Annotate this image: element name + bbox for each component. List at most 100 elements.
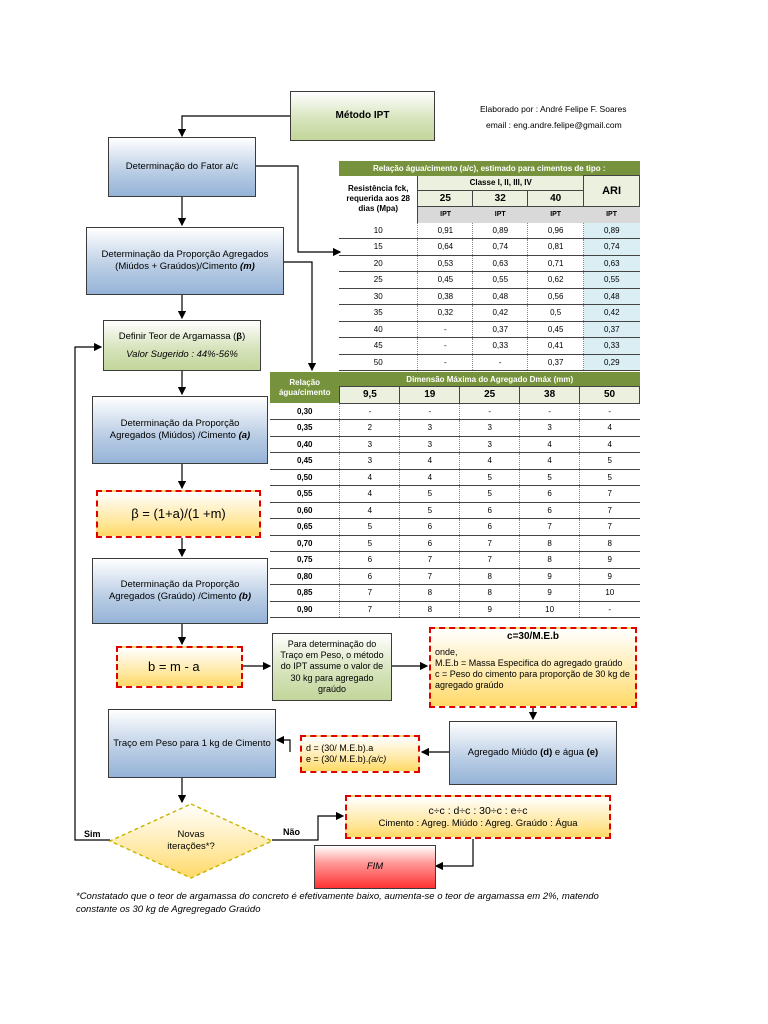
cell: 8 — [399, 601, 460, 618]
novas-line1: Novas — [177, 829, 205, 841]
table1-title: Relação água/cimento (a/c), estimado par… — [339, 161, 640, 176]
ipt-label: IPT — [527, 206, 584, 223]
cell: 0,89 — [472, 222, 528, 239]
proporcao-a-node: Determinação da Proporção Agregados (Miú… — [92, 396, 268, 464]
cell: 0,55 — [270, 485, 340, 503]
proporcao-m-var: (m) — [240, 261, 255, 272]
cell: 0,37 — [527, 354, 584, 371]
footnote: *Constatado que o teor de argamassa do c… — [76, 891, 599, 915]
cell: 9 — [579, 568, 640, 585]
cell: 0,37 — [472, 321, 528, 338]
de-formula-node: d = (30/ M.E.b).a e = (30/ M.E.b).(a/c) — [300, 735, 420, 773]
cell: 5 — [399, 502, 460, 519]
ipt-label: IPT — [472, 206, 528, 223]
cell: 0,85 — [270, 584, 340, 602]
proporcao-b-var: (b) — [238, 591, 252, 602]
cell: 7 — [399, 551, 460, 569]
cell: 0,37 — [583, 321, 640, 338]
cell: 4 — [339, 469, 400, 486]
cell: 0,32 — [417, 304, 473, 322]
metodo-ipt-node: Método IPT — [290, 91, 435, 141]
cell: 0,56 — [527, 288, 584, 305]
proporcao-b-line2: Agregados (Graúdo) /Cimento — [108, 591, 237, 602]
cell: 3 — [459, 436, 520, 453]
cell: 4 — [399, 469, 460, 486]
cell: 3 — [459, 419, 520, 437]
fim-node: FIM — [314, 845, 436, 889]
e-formula: e = (30/ M.E.b). — [306, 754, 369, 764]
cell: - — [472, 354, 528, 371]
cell: 7 — [519, 518, 580, 536]
table1-ari: ARI — [583, 175, 640, 207]
cell: 0,90 — [270, 601, 340, 618]
table2-title: Dimensão Máxima do Agregado Dmáx (mm) — [339, 372, 640, 387]
ipt-label: IPT — [583, 206, 640, 223]
cell: - — [399, 403, 460, 420]
cell: 0,41 — [527, 337, 584, 355]
cell: 8 — [399, 584, 460, 602]
cell: 0,29 — [583, 354, 640, 371]
dmax-38: 38 — [519, 386, 581, 404]
cell: 5 — [339, 535, 400, 552]
cell: 0,89 — [583, 222, 640, 239]
cell: 7 — [579, 485, 640, 503]
table1-class-25: 25 — [417, 189, 474, 207]
cell: 35 — [339, 304, 418, 322]
cell: - — [417, 337, 473, 355]
cell: 6 — [519, 485, 580, 503]
e-var: (a/c) — [368, 754, 387, 764]
nao-label: Não — [283, 827, 301, 837]
cell: - — [417, 354, 473, 371]
cell: 8 — [519, 535, 580, 552]
cell: 0,42 — [472, 304, 528, 322]
proporcao-m-line2: (Miúdos + Graúdos)/Cimento — [115, 261, 238, 272]
cell: 15 — [339, 238, 418, 256]
cell: 40 — [339, 321, 418, 338]
ipt-label: IPT — [417, 206, 473, 223]
proporcao-m-node: Determinação da Proporção Agregados (Miú… — [86, 227, 284, 295]
traco-final-node: c÷c : d÷c : 30÷c : e÷c Cimento : Agreg. … — [345, 795, 611, 839]
cell: 0,63 — [583, 255, 640, 272]
cell: 0,74 — [583, 238, 640, 256]
cell: 0,71 — [527, 255, 584, 272]
cell: 3 — [399, 436, 460, 453]
proporcao-a-var: (a) — [238, 430, 251, 441]
cell: 25 — [339, 271, 418, 289]
cell: 6 — [519, 502, 580, 519]
beta-formula-node: β = (1+a)/(1 +m) — [96, 490, 261, 538]
cell: 0,35 — [270, 419, 340, 437]
cell: 3 — [519, 419, 580, 437]
agregado-miudo-label: Agregado Miúdo — [467, 747, 538, 759]
cell: 0,53 — [417, 255, 473, 272]
sim-label: Sim — [84, 829, 101, 839]
cell: 0,55 — [583, 271, 640, 289]
cell: 10 — [519, 601, 580, 618]
cell: 4 — [579, 436, 640, 453]
novas-iteracoes-label: Novas iterações*? — [140, 826, 242, 856]
cell: 6 — [399, 518, 460, 536]
cell: 4 — [399, 452, 460, 470]
nota-traco-node: Para determinação do Traço em Peso, o mé… — [272, 633, 392, 701]
argamassa-close: ) — [242, 330, 246, 342]
cell: - — [579, 403, 640, 420]
argamassa-sugerido: Valor Sugerido : 44%-56% — [126, 348, 238, 360]
cell: 0,63 — [472, 255, 528, 272]
dmax-25: 25 — [459, 386, 521, 404]
cell: 6 — [339, 551, 400, 569]
cell: 0,38 — [417, 288, 473, 305]
cell: - — [459, 403, 520, 420]
table2-row-header: Relação água/cimento — [270, 372, 340, 403]
author-email: email : eng.andre.felipe@gmail.com — [486, 120, 622, 130]
cell: 6 — [339, 568, 400, 585]
cell: 7 — [339, 601, 400, 618]
